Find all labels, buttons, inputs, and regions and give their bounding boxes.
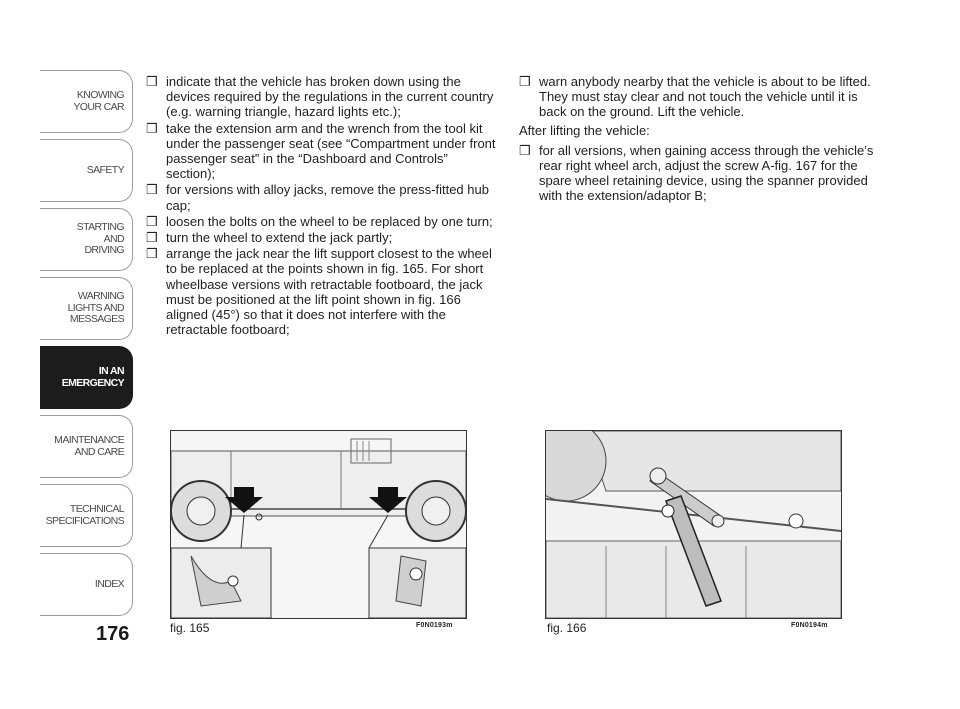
tab-maintenance-and-care[interactable]: MAINTENANCE AND CARE	[40, 415, 133, 478]
list-item: ❒for versions with alloy jacks, remove t…	[146, 182, 489, 213]
tab-technical-specifications[interactable]: TECHNICAL SPECIFICATIONS	[40, 484, 133, 547]
page-number: 176	[96, 623, 130, 645]
tab-starting-and-driving[interactable]: STARTING AND DRIVING	[40, 208, 133, 271]
list-item: ❒arrange the jack near the lift support …	[146, 246, 492, 338]
list-item: ❒take the extension arm and the wrench f…	[146, 120, 496, 182]
left-column: ❒indicate that the vehicle has broken do…	[146, 74, 498, 338]
chapter-tabs: KNOWING YOUR CAR SAFETY STARTING AND DRI…	[40, 70, 133, 622]
figure-165-code: F0N0193m	[416, 622, 453, 629]
list-item: ❒warn anybody nearby that the vehicle is…	[519, 74, 871, 120]
checkbox-bullet-icon: ❒	[146, 74, 158, 89]
right-bullet-list-top: ❒warn anybody nearby that the vehicle is…	[519, 74, 875, 120]
right-column: ❒warn anybody nearby that the vehicle is…	[519, 74, 875, 205]
checkbox-bullet-icon: ❒	[146, 213, 158, 229]
checkbox-bullet-icon: ❒	[519, 142, 531, 158]
figure-166-jack-position	[545, 430, 842, 619]
checkbox-bullet-icon: ❒	[146, 182, 158, 198]
list-item: ❒loosen the bolts on the wheel to be rep…	[146, 213, 493, 229]
figure-166-code: F0N0194m	[791, 622, 828, 629]
figure-165-jack-points	[170, 430, 467, 619]
van-lift-points-illustration	[171, 431, 466, 618]
tab-warning-lights-and-messages[interactable]: WARNING LIGHTS AND MESSAGES	[40, 277, 133, 340]
tab-safety[interactable]: SAFETY	[40, 139, 133, 202]
checkbox-bullet-icon: ❒	[146, 246, 158, 262]
checkbox-bullet-icon: ❒	[146, 120, 158, 136]
section-paragraph: After lifting the vehicle:	[519, 122, 650, 138]
tab-index[interactable]: INDEX	[40, 553, 133, 616]
right-bullet-list-bottom: ❒for all versions, when gaining access t…	[519, 143, 875, 204]
list-item: ❒turn the wheel to extend the jack partl…	[146, 230, 393, 246]
figure-166-caption: fig. 166	[547, 621, 587, 635]
list-item: ❒for all versions, when gaining access t…	[519, 142, 874, 204]
left-bullet-list: ❒indicate that the vehicle has broken do…	[146, 74, 498, 337]
tab-in-an-emergency[interactable]: IN AN EMERGENCY	[40, 346, 133, 409]
tab-knowing-your-car[interactable]: KNOWING YOUR CAR	[40, 70, 133, 133]
checkbox-bullet-icon: ❒	[146, 230, 158, 246]
figure-165-caption: fig. 165	[170, 621, 210, 635]
list-item: ❒indicate that the vehicle has broken do…	[146, 74, 494, 120]
checkbox-bullet-icon: ❒	[519, 74, 531, 89]
jack-under-footboard-illustration	[546, 431, 841, 618]
